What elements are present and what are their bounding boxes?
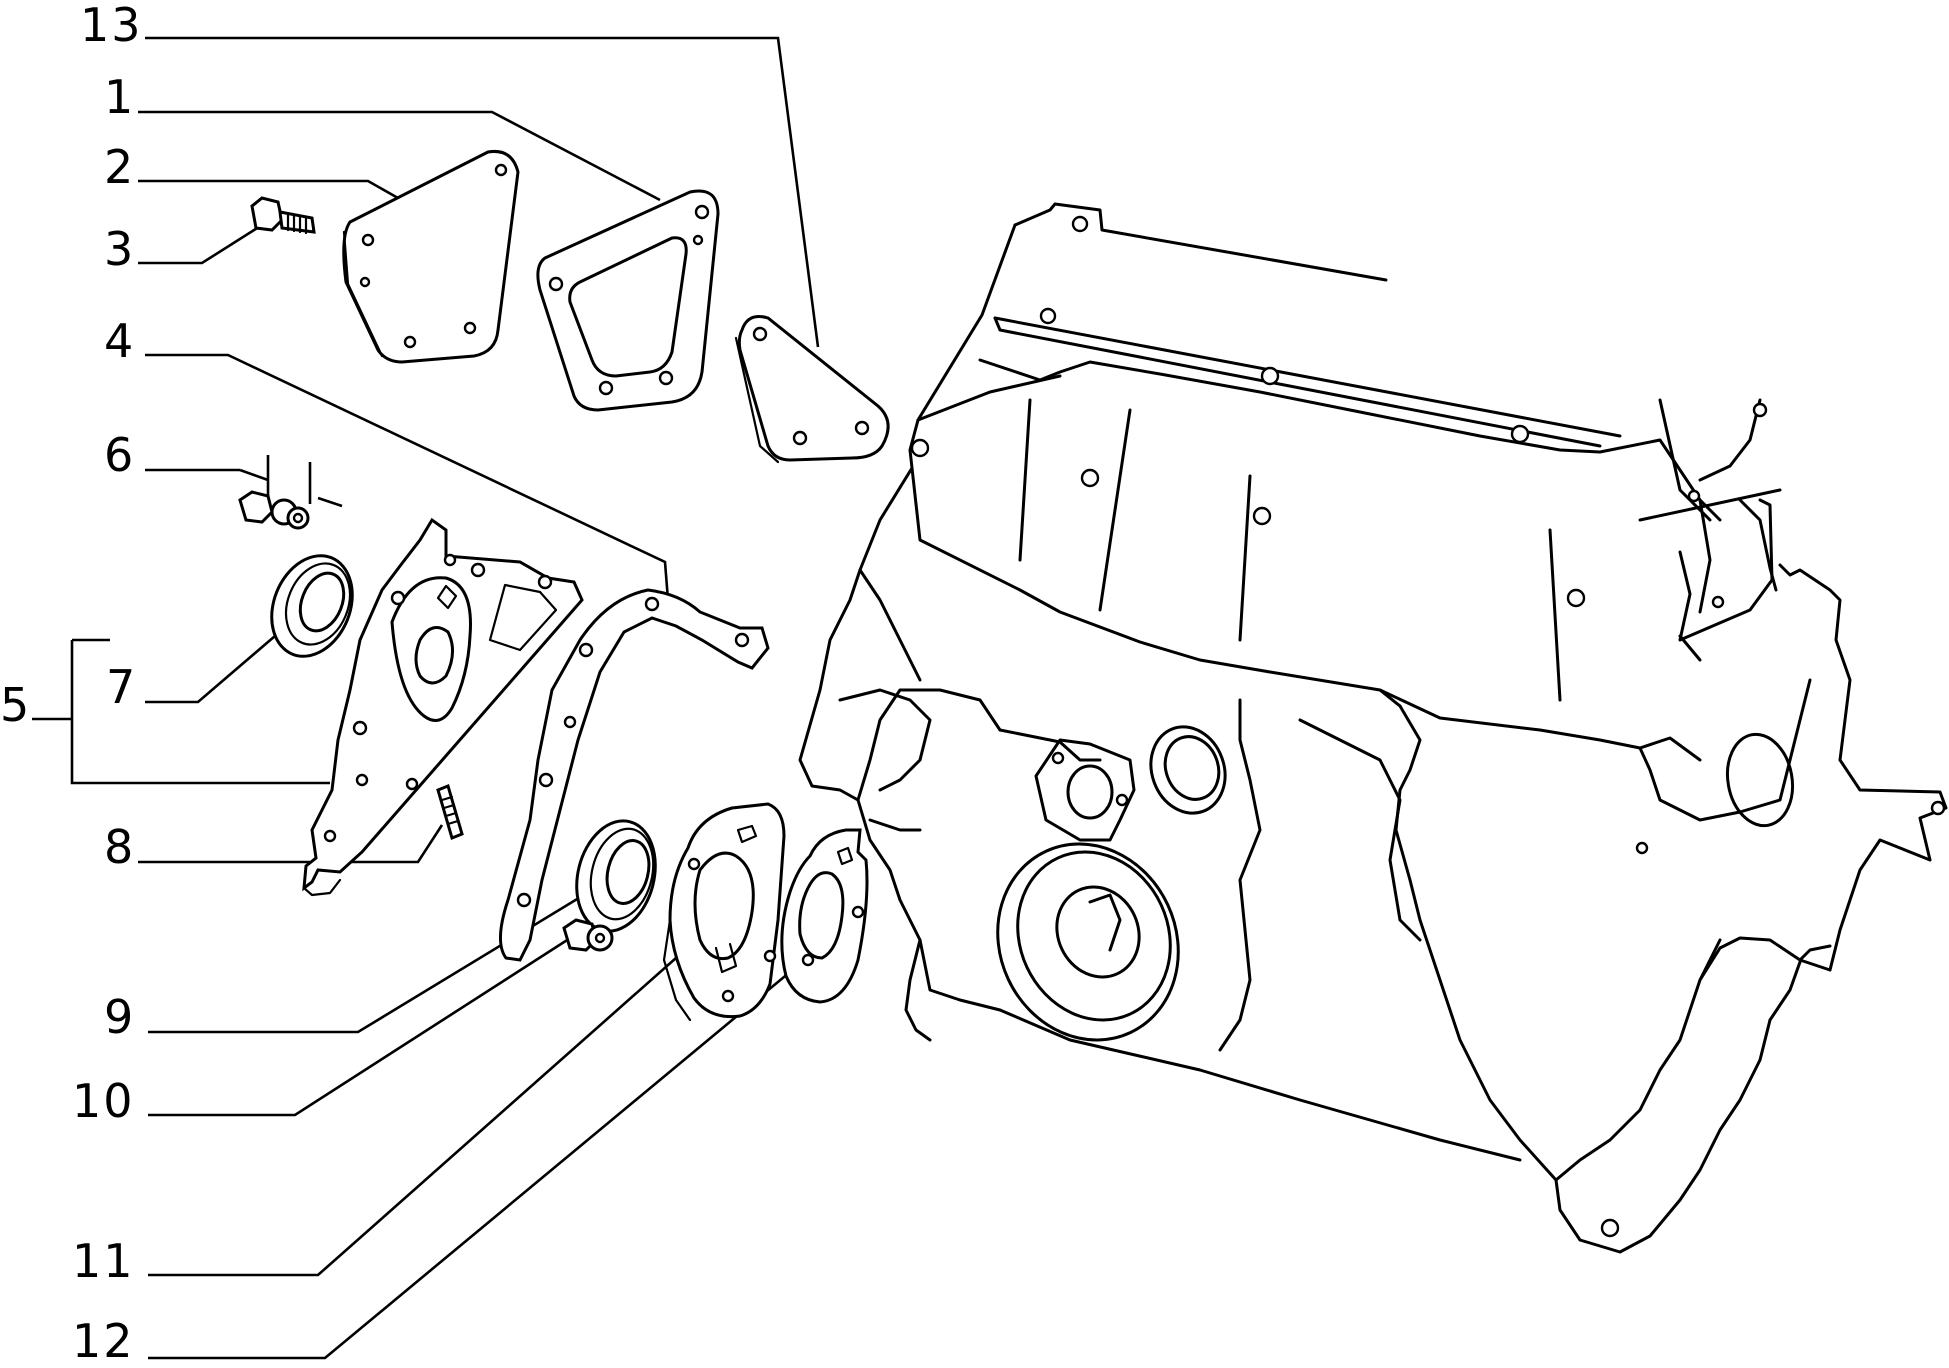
callout-4: 4 (104, 314, 136, 368)
part-1-gasket (536, 189, 720, 412)
part-11-pump-cover (662, 802, 786, 1022)
part-4-cover-gasket (499, 588, 770, 962)
callout-7: 7 (106, 660, 138, 714)
engine-block (798, 202, 1948, 1254)
leader-6-arrow-left (239, 468, 269, 482)
leader-12 (148, 970, 791, 1360)
callout-5: 5 (0, 678, 32, 732)
part-10-nut (562, 918, 614, 952)
leader-5-bracket (32, 638, 330, 785)
leader-1 (138, 110, 661, 202)
part-9-oil-seal (575, 819, 657, 933)
callout-12: 12 (72, 1314, 135, 1368)
leader-8 (138, 824, 444, 864)
callout-8: 8 (104, 820, 136, 874)
part-12-pump-gasket (780, 828, 869, 1004)
part-6-bolt (238, 490, 310, 530)
part-8-stud (436, 783, 464, 841)
part-2-cover-plate (342, 149, 520, 364)
callout-9: 9 (104, 990, 136, 1044)
leader-11 (148, 957, 677, 1277)
callout-10: 10 (72, 1074, 135, 1128)
part-3-screw (250, 196, 316, 235)
leader-10 (148, 933, 576, 1117)
part-7-oil-seal (270, 554, 354, 658)
callout-1: 1 (104, 70, 136, 124)
leader-13 (145, 36, 820, 348)
part-5-front-cover (302, 517, 584, 897)
callout-2: 2 (104, 140, 136, 194)
leader-lines (32, 36, 820, 1360)
leader-7 (145, 629, 283, 704)
leader-3 (138, 223, 263, 265)
leader-4 (145, 353, 670, 601)
callout-6: 6 (104, 428, 136, 482)
callout-13: 13 (80, 0, 143, 52)
callout-11: 11 (72, 1234, 135, 1288)
callout-3: 3 (104, 222, 136, 276)
part-13-small-plate (734, 315, 890, 464)
leader-6-arrow-right (317, 496, 343, 508)
leader-2 (138, 179, 399, 200)
